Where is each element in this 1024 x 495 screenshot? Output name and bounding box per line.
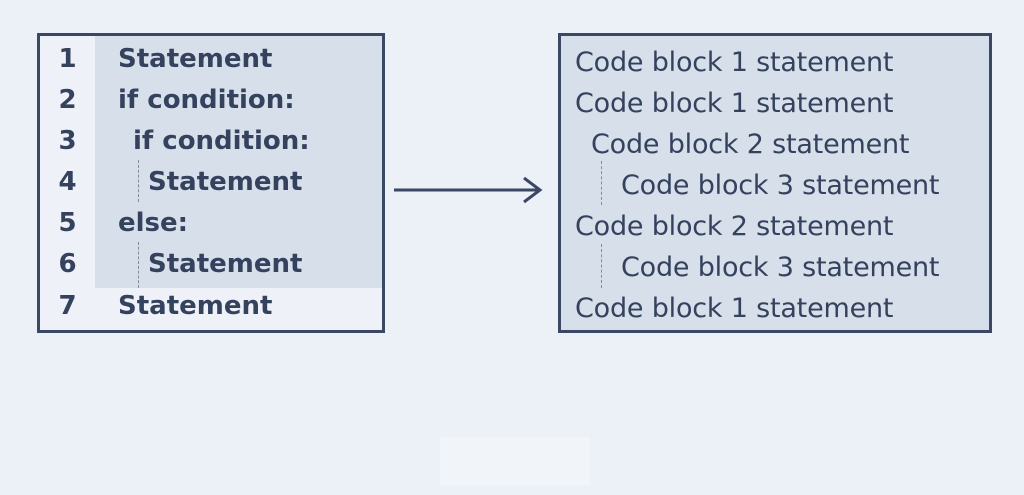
source-code-panel: 1 2 3 4 5 6 7 Statement if condition: if… (37, 33, 385, 333)
code-line: Statement (148, 167, 303, 197)
line-number: 6 (58, 249, 77, 279)
code-block-line: Code block 3 statement (621, 170, 940, 201)
code-blocks-panel: Code block 1 statement Code block 1 stat… (558, 33, 992, 333)
code-block-line: Code block 1 statement (575, 88, 894, 119)
line-number: 2 (58, 85, 77, 115)
code-block-line: Code block 2 statement (575, 211, 894, 242)
code-block-line: Code block 2 statement (591, 129, 910, 160)
line-number: 4 (58, 167, 77, 197)
code-line: Statement (118, 44, 273, 74)
indent-guide (601, 161, 602, 205)
indent-guide (138, 160, 139, 202)
indent-guide (138, 242, 139, 288)
code-block-line: Code block 1 statement (575, 47, 894, 78)
code-line: if condition: (118, 85, 295, 115)
indent-guide (601, 244, 602, 288)
code-line: Statement (118, 291, 273, 321)
code-line: if condition: (133, 126, 310, 156)
code-region-highlight (95, 36, 382, 288)
faint-footer-block (440, 437, 590, 485)
code-line: else: (118, 208, 189, 238)
code-block-line: Code block 1 statement (575, 293, 894, 324)
line-number: 3 (58, 126, 77, 156)
code-line: Statement (148, 249, 303, 279)
right-arrow-icon (394, 176, 543, 204)
line-number: 7 (58, 291, 77, 321)
line-number: 1 (58, 44, 77, 74)
code-block-line: Code block 3 statement (621, 252, 940, 283)
line-number: 5 (58, 208, 77, 238)
